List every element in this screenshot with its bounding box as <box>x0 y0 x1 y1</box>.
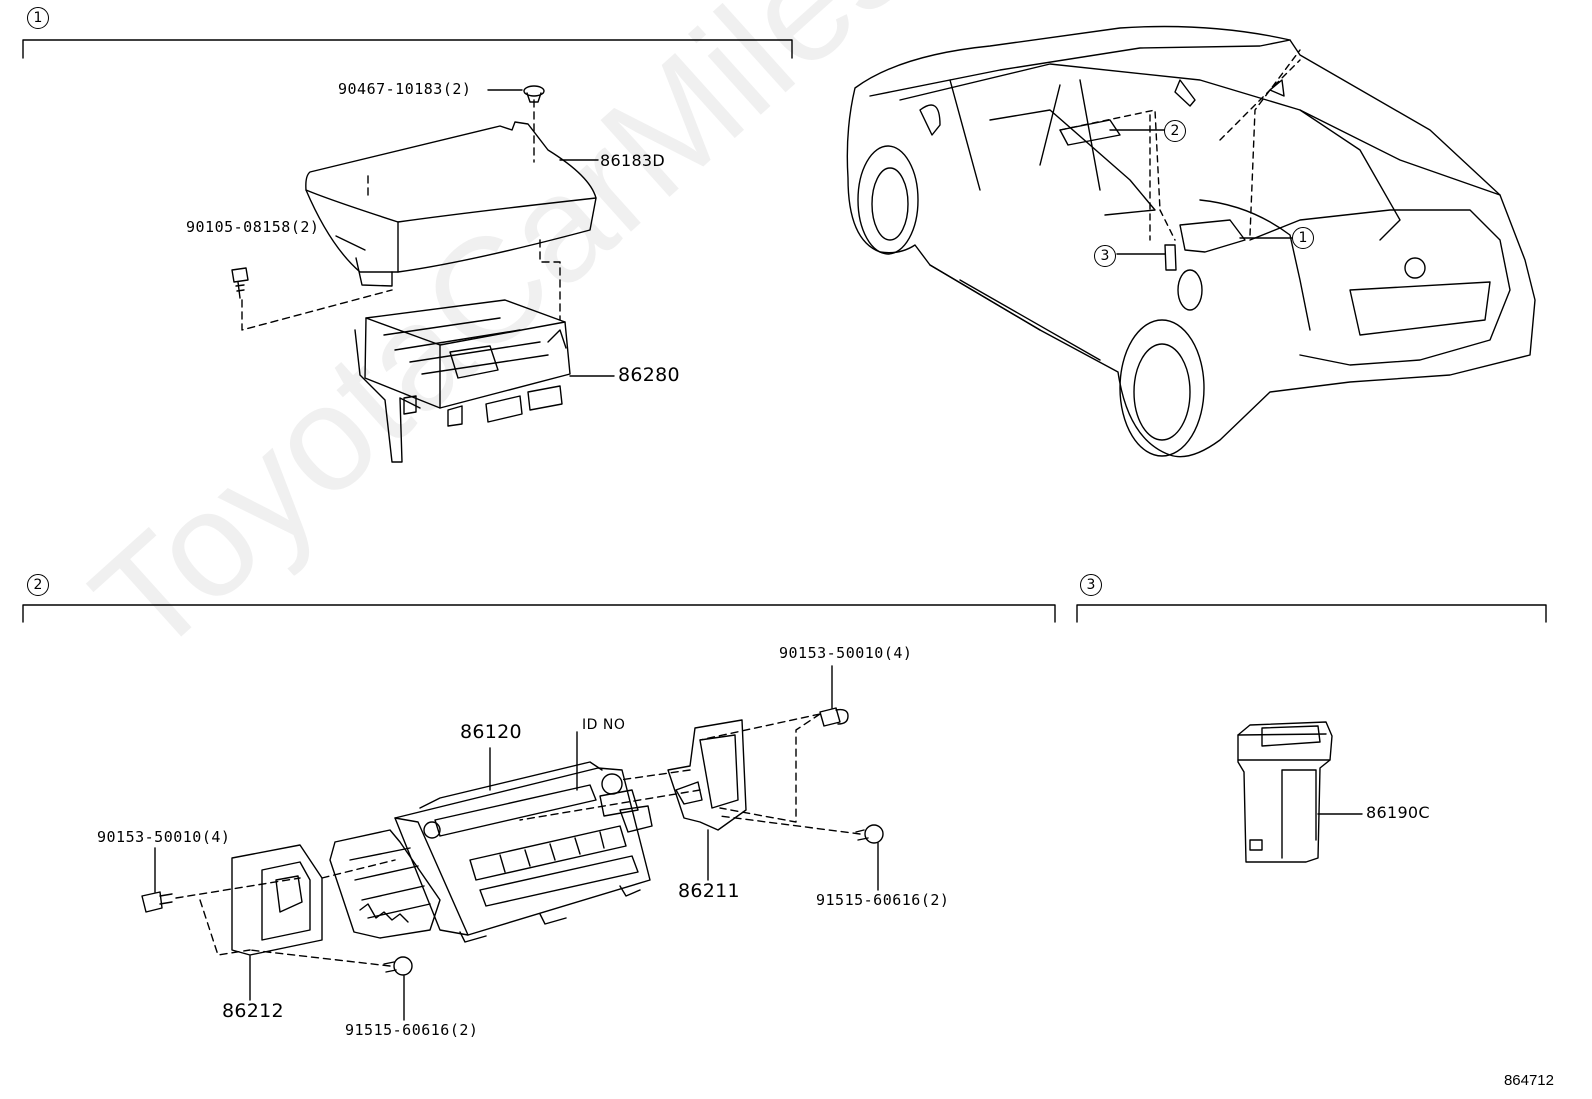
car-illustration <box>846 25 1536 458</box>
label-90153-50010-left: 90153-50010(4) <box>97 828 231 846</box>
car-callout-2: 2 <box>1164 120 1186 142</box>
screw-90153-top <box>819 707 849 727</box>
screw-91515-right <box>855 824 884 844</box>
frame-rear <box>329 829 441 939</box>
screw-90153-left <box>141 891 173 913</box>
section-marker-1: 1 <box>27 7 49 29</box>
label-91515-60616-right: 91515-60616(2) <box>816 891 950 909</box>
section-2-bracket <box>22 604 1056 623</box>
section-1-bracket <box>22 39 793 59</box>
section-marker-2: 2 <box>27 574 49 596</box>
label-91515-60616-bottom: 91515-60616(2) <box>345 1021 479 1039</box>
head-unit-86120 <box>394 761 653 943</box>
section-3-bracket <box>1076 604 1547 623</box>
label-86280: 86280 <box>618 364 680 386</box>
cover-86183d <box>305 121 597 287</box>
bracket-86212 <box>231 844 323 956</box>
car-callout-3: 3 <box>1094 245 1116 267</box>
bracket-86211 <box>667 719 747 831</box>
screw-91515-bottom <box>383 956 413 976</box>
label-86211: 86211 <box>678 880 740 902</box>
label-90153-50010-top: 90153-50010(4) <box>779 644 913 662</box>
label-90467-10183: 90467-10183(2) <box>338 80 472 98</box>
bolt-90105 <box>231 267 249 299</box>
catalog-number: 864712 <box>1503 1072 1554 1089</box>
switch-86190c <box>1237 721 1333 863</box>
amplifier-86280 <box>354 299 571 463</box>
label-86183d: 86183D <box>600 151 666 170</box>
section-marker-3: 3 <box>1080 574 1102 596</box>
label-90105-08158: 90105-08158(2) <box>186 218 320 236</box>
label-86190c: 86190C <box>1366 803 1430 822</box>
label-86120: 86120 <box>460 721 522 743</box>
car-callout-1: 1 <box>1292 227 1314 249</box>
label-id-no: ID NO <box>582 717 626 733</box>
label-86212: 86212 <box>222 1000 284 1022</box>
